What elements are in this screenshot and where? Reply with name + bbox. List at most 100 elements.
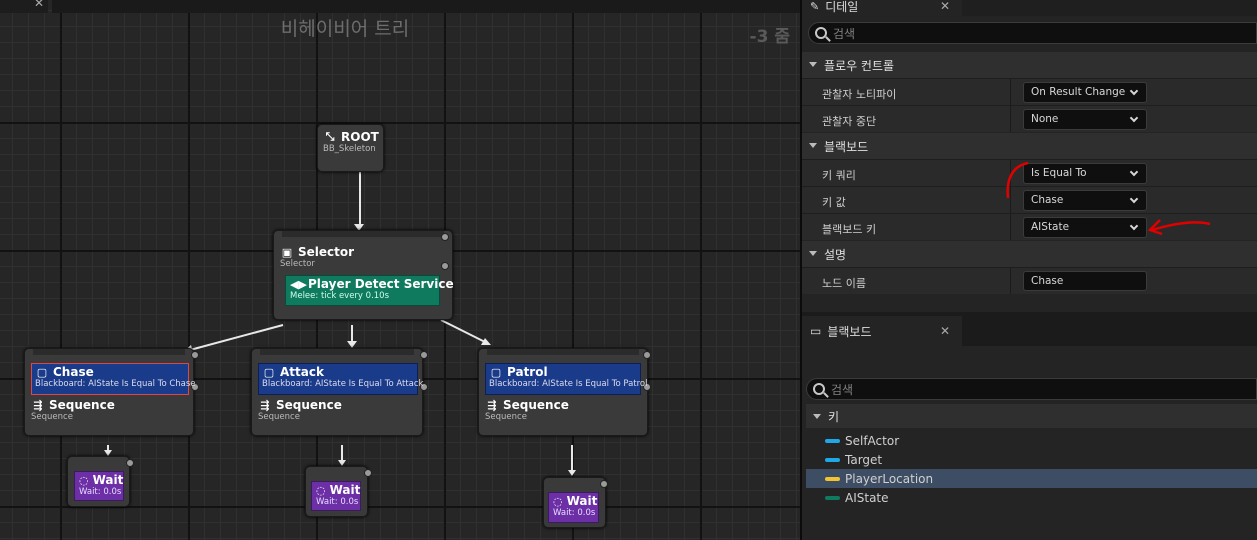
chase-decorator-pin[interactable] bbox=[191, 383, 199, 391]
attack-wait-pin[interactable] bbox=[364, 469, 372, 477]
attack-sequence-sub: Sequence bbox=[258, 412, 300, 422]
blackboard-search-input[interactable]: 검색 bbox=[806, 378, 1257, 400]
blackboard-key-name: PlayerLocation bbox=[845, 471, 934, 486]
observer-abort-dropdown[interactable]: None bbox=[1023, 109, 1147, 130]
key-query-dropdown[interactable]: Is Equal To bbox=[1023, 163, 1147, 184]
key-type-icon bbox=[825, 438, 840, 443]
chase-decorator-sub: Blackboard: AIState Is Equal To Chase bbox=[35, 379, 196, 389]
blackboard-tab[interactable]: ▭ 블랙보드 ✕ bbox=[802, 316, 962, 346]
chevron-down-icon bbox=[809, 62, 817, 67]
node-name-input[interactable]: Chase bbox=[1023, 271, 1147, 291]
key-type-icon bbox=[825, 457, 840, 462]
details-tab[interactable]: ✎ 디테일 ✕ bbox=[802, 0, 962, 16]
selector-sub: Selector bbox=[280, 259, 315, 269]
chase-wait-node[interactable]: ◌Wait Wait: 0.0s bbox=[67, 456, 134, 507]
chase-pin[interactable] bbox=[191, 351, 199, 359]
section-keys[interactable]: 키 bbox=[806, 404, 1257, 428]
blackboard-key-row[interactable]: SelfActor bbox=[806, 431, 1257, 450]
section-description[interactable]: 설명 bbox=[802, 241, 1257, 267]
attack-decorator-sub: Blackboard: AIState Is Equal To Attack bbox=[262, 379, 424, 389]
panel-separator[interactable] bbox=[800, 0, 802, 540]
blackboard-key-dropdown[interactable]: AIState bbox=[1023, 217, 1147, 238]
chase-decorator[interactable]: ▢ Chase Blackboard: AIState Is Equal To C… bbox=[31, 363, 196, 395]
patrol-decorator-sub: Blackboard: AIState Is Equal To Patrol bbox=[489, 379, 648, 389]
key-value-value: Chase bbox=[1031, 194, 1064, 206]
selector-node[interactable]: ▣Selector Selector ◀▶Player Detect Servi… bbox=[273, 230, 454, 320]
search-icon bbox=[815, 27, 827, 39]
patrol-wait-task[interactable]: ◌Wait Wait: 0.0s bbox=[548, 492, 599, 523]
patrol-sequence-node[interactable]: ▢Patrol Blackboard: AIState Is Equal To … bbox=[478, 348, 651, 436]
close-icon[interactable]: ✕ bbox=[939, 0, 950, 13]
wait-icon: ◌ bbox=[553, 494, 563, 508]
observer-notify-dropdown[interactable]: On Result Change bbox=[1023, 82, 1147, 103]
details-tab-bar: ✎ 디테일 ✕ bbox=[802, 0, 1257, 16]
attack-wait-task[interactable]: ◌Wait Wait: 0.0s bbox=[311, 481, 361, 511]
selector-service-pin[interactable] bbox=[441, 262, 449, 270]
attack-wait-label: Wait bbox=[329, 483, 361, 497]
chase-wait-pin[interactable] bbox=[126, 459, 134, 467]
close-icon[interactable]: ✕ bbox=[34, 0, 45, 10]
chase-sequence-node[interactable]: ▢ Chase Blackboard: AIState Is Equal To C… bbox=[24, 348, 199, 436]
attack-wait-sub: Wait: 0.0s bbox=[316, 497, 359, 507]
attack-decorator[interactable]: ▢Attack Blackboard: AIState Is Equal To … bbox=[258, 363, 424, 395]
row-divider bbox=[1010, 106, 1011, 132]
observer-notify-value: On Result Change bbox=[1031, 86, 1126, 98]
node-name-label: 노드 이름 bbox=[822, 277, 866, 290]
observer-abort-value: None bbox=[1031, 113, 1059, 125]
attack-sequence-label: Sequence bbox=[276, 398, 342, 412]
close-icon[interactable]: ✕ bbox=[939, 324, 950, 338]
section-flow-control[interactable]: 플로우 컨트롤 bbox=[802, 52, 1257, 78]
sequence-icon: ⇶ bbox=[260, 398, 270, 412]
patrol-wait-sub: Wait: 0.0s bbox=[553, 508, 596, 518]
chase-sequence-sub: Sequence bbox=[31, 412, 73, 422]
key-value-dropdown[interactable]: Chase bbox=[1023, 190, 1147, 211]
row-divider bbox=[1010, 268, 1011, 294]
blackboard-key-name: Target bbox=[845, 452, 883, 467]
details-search-placeholder: 검색 bbox=[833, 26, 856, 41]
selector-pin[interactable] bbox=[441, 233, 449, 241]
player-detect-service[interactable]: ◀▶Player Detect Service Melee: tick ever… bbox=[285, 275, 454, 306]
blackboard-tab-bar: ▭ 블랙보드 ✕ bbox=[802, 316, 1257, 346]
blackboard-key-label: 블랙보드 키 bbox=[822, 223, 877, 236]
behavior-tree-graph[interactable]: ✕ 비헤이비어 트리 -3 줌 ⤡ROOT BB_Skeleton bbox=[0, 0, 800, 540]
blackboard-key-row[interactable]: PlayerLocation bbox=[806, 469, 1257, 488]
patrol-pin[interactable] bbox=[643, 351, 651, 359]
sequence-icon: ⇶ bbox=[487, 398, 497, 412]
attack-wait-node[interactable]: ◌Wait Wait: 0.0s bbox=[305, 466, 372, 517]
chase-sequence-label: Sequence bbox=[49, 398, 115, 412]
root-node[interactable]: ⤡ROOT BB_Skeleton bbox=[317, 124, 384, 172]
decorator-icon: ▢ bbox=[263, 365, 275, 379]
chase-wait-task[interactable]: ◌Wait Wait: 0.0s bbox=[74, 471, 124, 501]
sequence-icon: ⇶ bbox=[33, 398, 43, 412]
attack-sequence-node[interactable]: ▢Attack Blackboard: AIState Is Equal To … bbox=[251, 348, 428, 436]
chevron-down-icon bbox=[809, 251, 817, 256]
patrol-decorator-pin[interactable] bbox=[643, 383, 651, 391]
row-divider bbox=[1010, 187, 1011, 213]
details-search-input[interactable]: 검색 bbox=[808, 22, 1257, 44]
chase-decorator-label: Chase bbox=[53, 365, 94, 379]
annotation-marks bbox=[1006, 161, 1211, 236]
graph-top-bar bbox=[52, 0, 800, 13]
zoom-level: -3 줌 bbox=[749, 27, 790, 47]
graph-title: 비헤이비어 트리 bbox=[280, 18, 410, 40]
blackboard-key-row[interactable]: Target bbox=[806, 450, 1257, 469]
patrol-wait-pin[interactable] bbox=[600, 480, 608, 488]
key-value-label: 키 값 bbox=[822, 196, 846, 209]
patrol-wait-node[interactable]: ◌Wait Wait: 0.0s bbox=[543, 477, 608, 528]
service-label: Player Detect Service bbox=[308, 277, 454, 291]
blackboard-tab-label: 블랙보드 bbox=[827, 324, 872, 339]
graph-tab[interactable]: ✕ bbox=[0, 0, 48, 13]
row-divider bbox=[1010, 160, 1011, 186]
selector-icon: ▣ bbox=[281, 245, 293, 259]
patrol-sequence-sub: Sequence bbox=[485, 412, 527, 422]
section-blackboard[interactable]: 블랙보드 bbox=[802, 133, 1257, 159]
row-observer-abort: 관찰자 중단 None bbox=[802, 105, 1257, 132]
decorator-icon: ▢ bbox=[36, 365, 48, 379]
details-icon: ✎ bbox=[810, 0, 820, 13]
attack-pin[interactable] bbox=[420, 351, 428, 359]
edge-root-selector bbox=[359, 172, 361, 226]
observer-notify-label: 관찰자 노티파이 bbox=[822, 88, 897, 101]
blackboard-key-row[interactable]: AIState bbox=[806, 488, 1257, 507]
attack-decorator-pin[interactable] bbox=[420, 383, 428, 391]
patrol-decorator[interactable]: ▢Patrol Blackboard: AIState Is Equal To … bbox=[485, 363, 648, 395]
